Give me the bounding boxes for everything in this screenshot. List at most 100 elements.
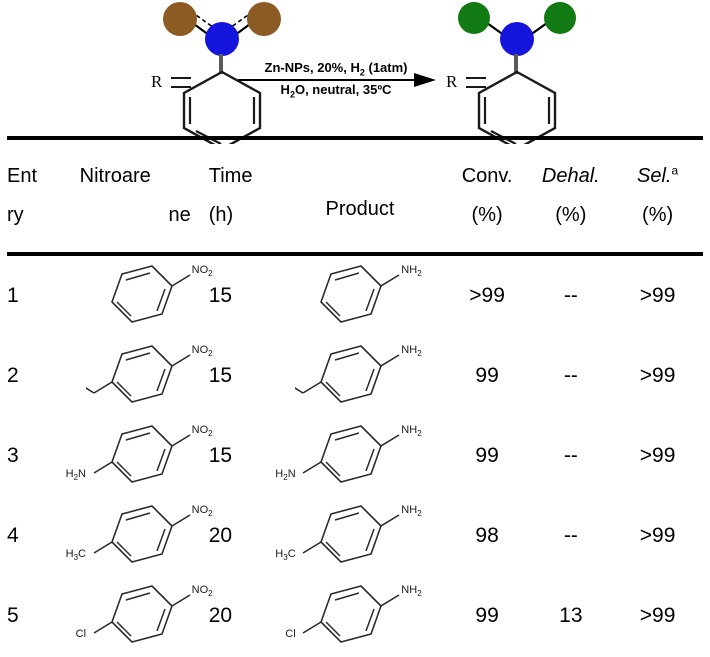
column-header-time: Time (h) [208, 165, 253, 226]
column-header-conv: Conv. (%) [461, 165, 513, 226]
product-2-structure: NH2 [289, 336, 458, 416]
reactant-molecule: R [151, 0, 305, 144]
cell-time: 15 [208, 444, 233, 467]
product-1-functional-group-label: NH2 [401, 264, 422, 279]
cell-nitroarene: NO2 [80, 256, 213, 336]
nitroarene-2-structure: NO2 [80, 336, 213, 416]
cell-dehal: -- [563, 284, 578, 307]
cell-sel: >99 [639, 524, 676, 547]
sel-footnote-marker: a [671, 163, 679, 178]
cell-time: 15 [208, 364, 233, 387]
nitroarene-5-substituent-label: Cl [75, 628, 87, 640]
column-header-entry: Ent ry [7, 165, 38, 226]
product-1-structure: NH2 [289, 256, 458, 336]
table-header: Ent ry Nitroare ne Time (h) Product Conv… [7, 140, 703, 252]
nitroarene-4-ring-svg [93, 505, 191, 563]
cell-entry: 2 [7, 364, 19, 387]
nitroarene-2-ring-svg [85, 345, 191, 403]
cell-sel: >99 [639, 604, 676, 627]
cell-dehal: -- [563, 364, 578, 387]
nitroarene-1-ring-svg [110, 265, 191, 323]
nitroarene-4-substituent-label: H3C [65, 548, 86, 563]
cell-product: NH2 [275, 256, 444, 336]
nitrogen-sphere [205, 22, 239, 56]
cell-entry: 3 [7, 444, 19, 467]
cell-dehal: 13 [559, 604, 583, 627]
cell-entry: 1 [7, 284, 19, 307]
cell-conv: >99 [469, 284, 505, 307]
product-r-label: R [446, 72, 458, 91]
cell-conv: 99 [475, 604, 499, 627]
cell-time: 15 [208, 284, 233, 307]
cell-conv: 99 [475, 444, 499, 467]
product-5-ring-svg [302, 585, 400, 643]
product-1-ring-svg [320, 265, 400, 323]
product-4-ring-svg [302, 505, 400, 563]
column-header-dehal: Dehal. (%) [541, 165, 600, 226]
column-header-sel: Sel.a (%) [637, 163, 679, 226]
cell-time: 20 [208, 524, 233, 547]
cell-nitroarene: NO2 [80, 336, 213, 416]
nitroarene-2-functional-group-label: NO2 [191, 344, 213, 359]
cell-time: 20 [208, 604, 233, 627]
nitroarene-3-ring-svg [93, 425, 191, 483]
column-header-product: Product [325, 197, 395, 220]
hydrogen-sphere-left [458, 2, 490, 34]
product-molecule: R [446, 0, 600, 144]
nitroarene-5-functional-group-label: NO2 [191, 584, 213, 599]
product-2-functional-group-label: NH2 [401, 344, 422, 359]
nitrogen-ring-bond-product [514, 54, 518, 74]
nitroarene-3-substituent-label: H2N [65, 468, 86, 483]
nitroarene-1-structure: NO2 [80, 256, 213, 336]
hydrogen-sphere-right [544, 2, 576, 34]
table-row: 1 NO2 15 NH2 >99 -- >99 [7, 256, 703, 336]
product-3-substituent-label: H2N [275, 468, 296, 483]
cell-entry: 5 [7, 604, 19, 627]
nitrogen-sphere-product [500, 22, 534, 56]
product-5-substituent-label: Cl [285, 628, 296, 640]
results-table: Ent ry Nitroare ne Time (h) Product Conv… [7, 140, 703, 252]
table-header-rule [7, 252, 703, 256]
table-top-rule [7, 136, 703, 140]
product-2-ring-svg [295, 345, 400, 403]
product-3-ring-svg [302, 425, 400, 483]
cell-entry: 4 [7, 524, 19, 547]
cell-dehal: -- [563, 444, 578, 467]
product-3-functional-group-label: NH2 [401, 424, 422, 439]
cell-sel: >99 [639, 364, 676, 387]
cell-dehal: -- [563, 524, 578, 547]
nitroarene-1-functional-group-label: NO2 [191, 264, 213, 279]
sel-label: Sel. [637, 165, 672, 187]
oxygen-sphere-left [163, 2, 197, 36]
conditions-top: Zn-NPs, 20%, H2 (1atm) [264, 60, 408, 78]
product-5-functional-group-label: NH2 [401, 584, 422, 599]
nitroarene-3-functional-group-label: NO2 [191, 424, 213, 439]
oxygen-sphere-right [247, 2, 281, 36]
nitroarene-5-ring-svg [93, 585, 191, 643]
product-4-functional-group-label: NH2 [401, 504, 422, 519]
results-table-wrapper: Ent ry Nitroare ne Time (h) Product Conv… [0, 136, 710, 656]
cell-sel: >99 [639, 284, 676, 307]
reaction-scheme: R Zn-NPs, 20%, H2 (1atm) H2O, neutral, 3… [0, 0, 710, 144]
arrow-head [414, 73, 436, 87]
product-substituent-ticks [466, 77, 486, 88]
cell-conv: 98 [475, 524, 499, 547]
arrow-shaft [238, 79, 433, 81]
